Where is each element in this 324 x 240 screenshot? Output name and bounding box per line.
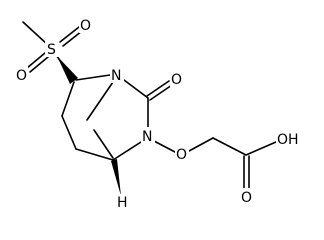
atom-hydrogen-stereo: H xyxy=(117,195,128,211)
atom-oxygen-s1: O xyxy=(80,18,91,34)
bond-s-o-lower-a xyxy=(26,52,46,69)
bond-c2-c3 xyxy=(61,81,75,117)
atom-nitrogen-ring: N xyxy=(142,129,152,145)
bond-n6-c5 xyxy=(112,141,142,161)
bond-c7-o-a xyxy=(146,80,170,97)
atom-hydroxyl: OH xyxy=(277,132,299,148)
bond-c4-c5 xyxy=(75,148,114,161)
bond-s-o-lower-b xyxy=(29,56,49,73)
bond-methyl-s xyxy=(22,21,49,46)
bond-n6-o xyxy=(153,140,176,153)
wedge-c2-s xyxy=(57,56,78,84)
bond-c-oh xyxy=(245,141,277,156)
bond-ch2-cooh xyxy=(212,137,247,156)
bond-n1-c7 xyxy=(123,79,149,99)
atom-oxygen-ether: O xyxy=(176,147,187,163)
bond-n1-bridge xyxy=(86,81,114,121)
bond-s-o-upper-a xyxy=(59,26,80,43)
bond-c3-c4 xyxy=(61,115,77,150)
bond-bridge-c5 xyxy=(93,129,114,159)
atom-oxygen-acid-carbonyl: O xyxy=(241,190,252,206)
atom-oxygen-s2: O xyxy=(16,68,27,84)
wedge-c5-h xyxy=(111,159,121,196)
bond-s-o-upper-b xyxy=(62,30,83,47)
atom-oxygen-carbonyl: O xyxy=(171,72,182,88)
bond-o-ch2 xyxy=(188,137,214,152)
atom-nitrogen-bridgehead: N xyxy=(111,68,121,84)
bond-c7-o-b xyxy=(149,84,173,101)
molecule-canvas: S O O N O N O OH O H xyxy=(16,18,299,211)
atom-sulfur: S xyxy=(47,42,56,58)
bond-c2-n1 xyxy=(75,74,111,81)
molecule-structure: S O O N O N O OH O H xyxy=(16,18,299,211)
